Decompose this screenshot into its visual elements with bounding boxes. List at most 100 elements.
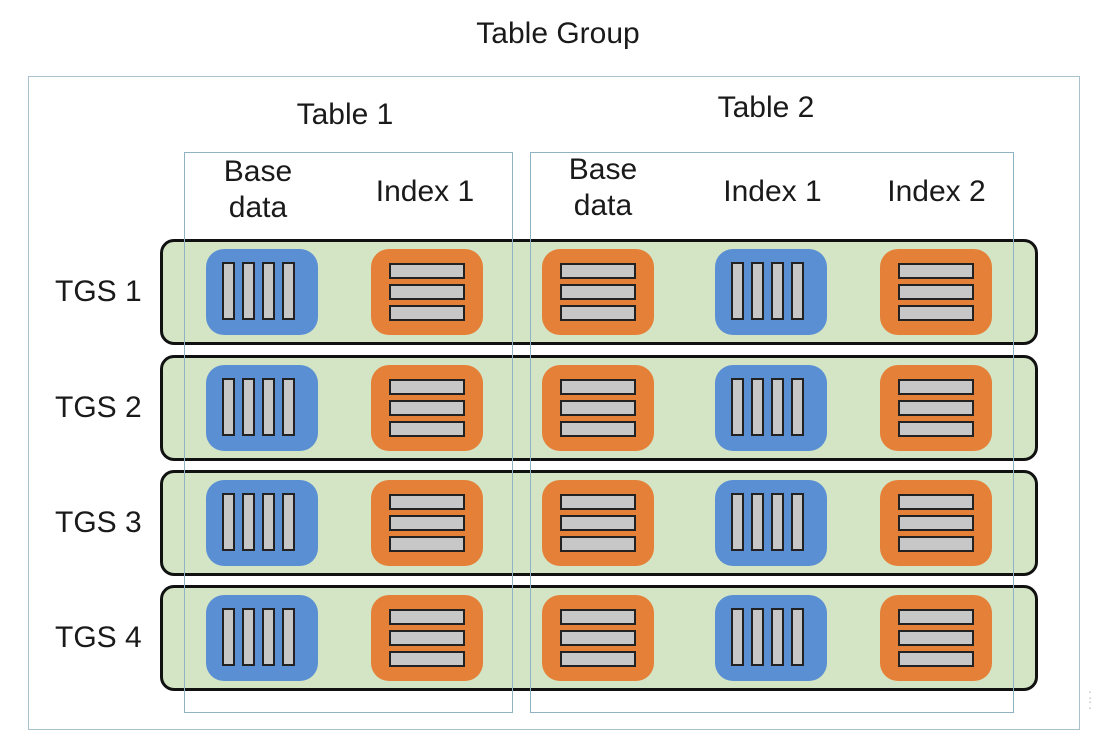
row-shard-icon — [560, 305, 636, 321]
column-shard-icon — [222, 262, 235, 320]
row-shard-icon — [560, 609, 636, 625]
table-2-label: Table 2 — [717, 91, 815, 124]
column-shard-icon — [731, 378, 744, 436]
row-shard-icon — [898, 284, 974, 300]
row-shard-icon — [560, 284, 636, 300]
row-shard-icon — [389, 379, 465, 395]
row-shard-icon — [898, 536, 974, 552]
row-shard-icon — [898, 263, 974, 279]
row-shard-icon — [560, 421, 636, 437]
column-shard-icon — [751, 262, 764, 320]
table-2-index-1-header: Index 1 — [723, 175, 822, 208]
column-shard-icon — [222, 493, 235, 551]
column-shard-icon — [262, 262, 275, 320]
row-shard-icon — [898, 379, 974, 395]
column-store-block — [206, 480, 318, 566]
row-shard-icon — [389, 421, 465, 437]
row-shard-icon — [898, 515, 974, 531]
column-shard-icon — [242, 608, 255, 666]
column-store-block — [715, 595, 827, 681]
table-1-index-1-header: Index 1 — [375, 175, 475, 208]
row-shard-icon — [898, 609, 974, 625]
row-shard-icon — [898, 651, 974, 667]
row-shard-icon — [389, 609, 465, 625]
column-shard-icon — [242, 493, 255, 551]
column-shard-icon — [262, 608, 275, 666]
column-shard-icon — [282, 378, 295, 436]
row-shard-icon — [389, 494, 465, 510]
row-shard-icon — [389, 630, 465, 646]
column-shard-icon — [771, 608, 784, 666]
table-1-base-data-header: Base data — [223, 155, 293, 224]
column-store-block — [715, 365, 827, 451]
table-1-box — [184, 152, 513, 713]
row-store-block — [542, 365, 654, 451]
row-shard-icon — [389, 284, 465, 300]
table-2-box — [530, 152, 1014, 713]
column-shard-icon — [262, 378, 275, 436]
column-shard-icon — [751, 493, 764, 551]
row-store-block — [542, 595, 654, 681]
column-shard-icon — [731, 262, 744, 320]
row-shard-icon — [898, 421, 974, 437]
row-store-block — [542, 249, 654, 335]
column-shard-icon — [731, 493, 744, 551]
column-store-block — [206, 365, 318, 451]
column-shard-icon — [791, 608, 804, 666]
column-shard-icon — [222, 608, 235, 666]
table-2-base-data-header: Base data — [568, 153, 638, 222]
column-store-block — [206, 249, 318, 335]
row-shard-icon — [560, 630, 636, 646]
row-shard-icon — [560, 379, 636, 395]
table-group-box — [28, 76, 1080, 730]
row-shard-icon — [389, 515, 465, 531]
column-shard-icon — [731, 608, 744, 666]
column-store-block — [715, 480, 827, 566]
column-store-block — [715, 249, 827, 335]
row-store-block — [880, 365, 992, 451]
row-shard-icon — [560, 536, 636, 552]
row-store-block — [371, 249, 483, 335]
column-shard-icon — [282, 262, 295, 320]
row-store-block — [371, 480, 483, 566]
column-shard-icon — [771, 493, 784, 551]
tgs-label: TGS 4 — [55, 621, 142, 654]
tgs-label: TGS 3 — [55, 506, 142, 539]
row-shard-icon — [898, 630, 974, 646]
row-shard-icon — [560, 515, 636, 531]
row-store-block — [542, 480, 654, 566]
tgs-label: TGS 1 — [55, 275, 142, 308]
column-shard-icon — [791, 378, 804, 436]
column-shard-icon — [771, 262, 784, 320]
row-shard-icon — [389, 263, 465, 279]
table-1-label: Table 1 — [296, 98, 394, 131]
row-store-block — [880, 595, 992, 681]
tgs-label: TGS 2 — [55, 391, 142, 424]
column-shard-icon — [791, 262, 804, 320]
row-shard-icon — [898, 400, 974, 416]
row-shard-icon — [560, 494, 636, 510]
table-2-index-2-header: Index 2 — [887, 175, 986, 208]
row-store-block — [880, 249, 992, 335]
column-shard-icon — [282, 493, 295, 551]
row-store-block — [371, 595, 483, 681]
diagram-title: Table Group — [476, 17, 640, 50]
corner-dots: :: — [1088, 686, 1092, 712]
row-shard-icon — [389, 400, 465, 416]
column-shard-icon — [751, 378, 764, 436]
column-shard-icon — [771, 378, 784, 436]
column-shard-icon — [222, 378, 235, 436]
column-store-block — [206, 595, 318, 681]
column-shard-icon — [751, 608, 764, 666]
row-shard-icon — [898, 305, 974, 321]
column-shard-icon — [282, 608, 295, 666]
row-shard-icon — [389, 536, 465, 552]
column-shard-icon — [242, 262, 255, 320]
row-shard-icon — [560, 400, 636, 416]
row-shard-icon — [389, 305, 465, 321]
row-shard-icon — [389, 651, 465, 667]
row-store-block — [880, 480, 992, 566]
row-store-block — [371, 365, 483, 451]
row-shard-icon — [560, 263, 636, 279]
column-shard-icon — [262, 493, 275, 551]
